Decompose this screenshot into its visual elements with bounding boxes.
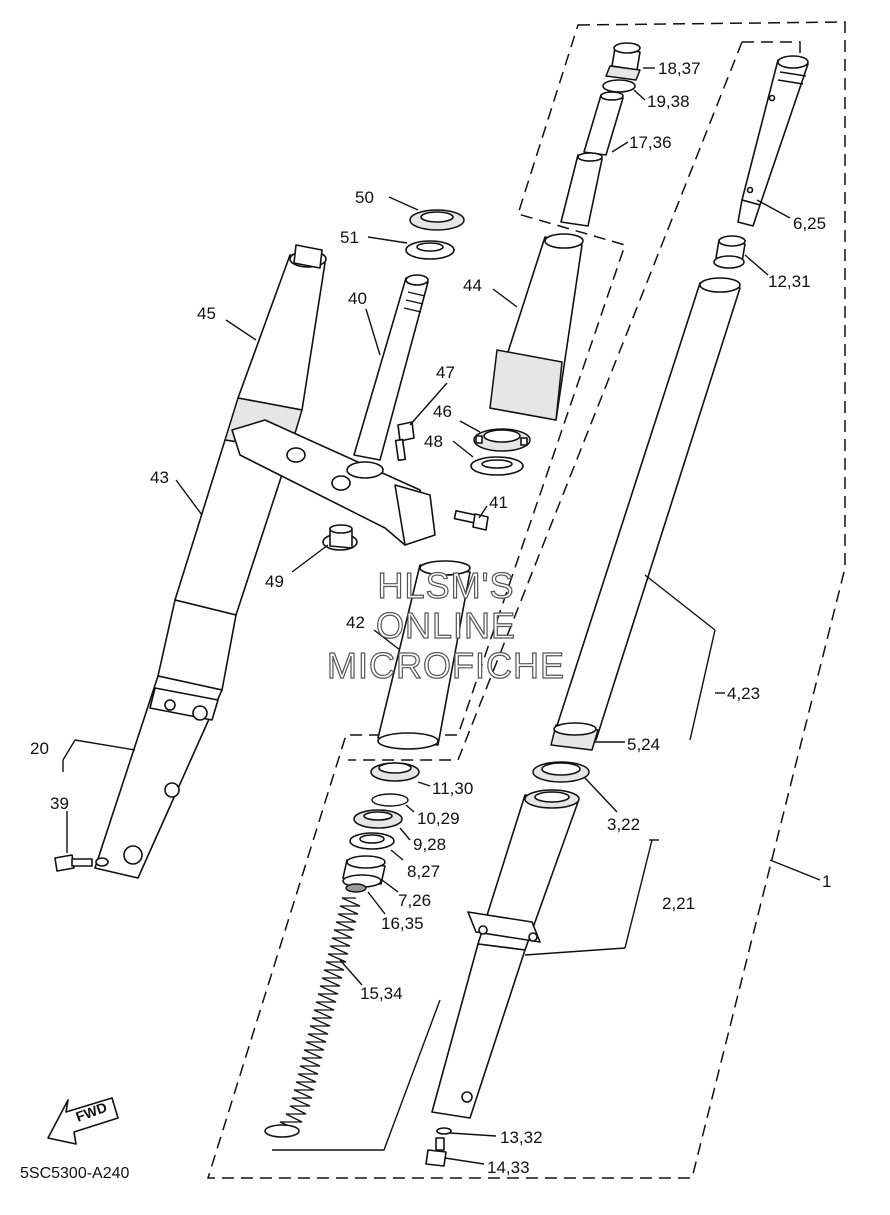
callout-46: 46 (433, 402, 452, 421)
callout-9-28: 9,28 (413, 835, 446, 854)
callout-8-27: 8,27 (407, 862, 440, 881)
callout-39: 39 (50, 794, 69, 813)
washer-8[interactable] (349, 832, 395, 850)
oil-seal-3[interactable] (532, 761, 590, 783)
fork-spring-15[interactable] (272, 897, 361, 1131)
callout-6-25: 6,25 (793, 214, 826, 233)
nut-49[interactable] (322, 524, 358, 551)
ring-16[interactable] (345, 883, 367, 893)
inner-tube-4[interactable] (550, 277, 741, 751)
nut-12[interactable] (713, 235, 746, 269)
watermark-line3: MICROFICHE (327, 645, 565, 686)
callout-3-22: 3,22 (607, 815, 640, 834)
callout-48: 48 (424, 432, 443, 451)
clip-10[interactable] (371, 793, 409, 807)
dust-seal-50[interactable] (409, 209, 465, 231)
callout-20: 20 (30, 739, 49, 758)
callout-labels: 18,37 19,38 17,36 6,25 12,31 4,23 5,24 3… (30, 59, 831, 1177)
washer-51[interactable] (405, 240, 455, 260)
callout-45: 45 (197, 304, 216, 323)
callout-40: 40 (348, 289, 367, 308)
watermark-line2: ONLINE (376, 605, 516, 646)
callout-13-32: 13,32 (500, 1128, 543, 1147)
outer-tube-2[interactable] (431, 789, 580, 1119)
spring-end-coil (264, 1124, 300, 1138)
callout-16-35: 16,35 (381, 914, 424, 933)
watermark-line1: HLSM'S (378, 565, 515, 606)
callout-14-33: 14,33 (487, 1158, 530, 1177)
callout-2-21: 2,21 (662, 894, 695, 913)
callout-17-36: 17,36 (629, 133, 672, 152)
fork-assembly-outline (206, 21, 846, 1179)
ring-nut-46[interactable] (473, 428, 531, 452)
inner-assembly-divider (742, 41, 801, 60)
callout-15-34: 15,34 (360, 984, 403, 1003)
oil-seal-9[interactable] (353, 809, 403, 829)
callout-42: 42 (346, 613, 365, 632)
callout-7-26: 7,26 (398, 891, 431, 910)
bolt-41[interactable] (453, 510, 489, 531)
callout-10-29: 10,29 (417, 809, 460, 828)
callout-5-24: 5,24 (627, 735, 660, 754)
spacer-7[interactable] (342, 855, 386, 888)
bolt-14[interactable] (425, 1137, 447, 1167)
callout-49: 49 (265, 572, 284, 591)
fwd-arrow-icon: FWD (47, 1097, 119, 1145)
bolt-47[interactable] (394, 421, 415, 462)
callout-4-23: 4,23 (727, 684, 760, 703)
damper-rod-6[interactable] (737, 55, 809, 227)
dust-seal-11[interactable] (370, 762, 420, 782)
under-bracket[interactable] (231, 419, 436, 546)
callout-12-31: 12,31 (768, 272, 811, 291)
lower-fork-cover[interactable] (377, 560, 471, 750)
callout-50: 50 (355, 188, 374, 207)
callout-11-30: 11,30 (432, 779, 473, 798)
callout-44: 44 (463, 276, 482, 295)
inner-group-outline (348, 41, 743, 761)
callout-1: 1 (822, 872, 831, 891)
callout-51: 51 (340, 228, 359, 247)
callout-47: 47 (436, 363, 455, 382)
watermark: HLSM'S ONLINE MICROFICHE (326, 564, 565, 686)
diagram-code: 5SC5300-A240 (20, 1165, 130, 1182)
outer-fork-tube[interactable] (94, 244, 327, 879)
callout-19-38: 19,38 (647, 92, 690, 111)
drain-bolt-39[interactable] (54, 854, 93, 872)
o-ring-19[interactable] (602, 79, 636, 93)
spring-group-line (272, 999, 441, 1151)
leader-lines (62, 67, 821, 1165)
upper-fork-cover[interactable] (489, 233, 584, 421)
gasket-13[interactable] (436, 1127, 452, 1135)
callout-43: 43 (150, 468, 169, 487)
callout-18-37: 18,37 (658, 59, 701, 78)
steering-stem[interactable] (353, 274, 429, 461)
cap-bolt-18[interactable] (605, 42, 641, 81)
spacer-17[interactable] (560, 91, 624, 227)
lock-washer-48[interactable] (470, 456, 524, 476)
callout-41: 41 (489, 493, 508, 512)
